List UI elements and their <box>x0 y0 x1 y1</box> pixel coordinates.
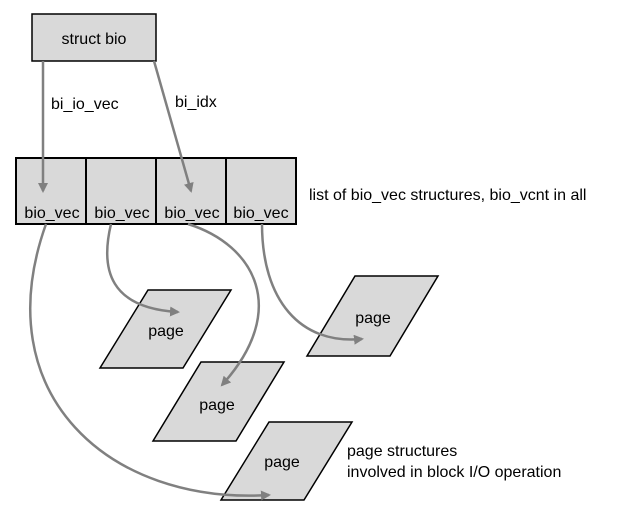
page-label-2: page <box>355 310 391 327</box>
page-node-1: page <box>98 289 233 369</box>
bio-vec-label-3: bio_vec <box>164 205 219 222</box>
bi-io-vec-label: bi_io_vec <box>51 96 119 113</box>
bio-vec-array-caption: list of bio_vec structures, bio_vcnt in … <box>309 187 586 204</box>
bio-vec-label-4: bio_vec <box>233 205 288 222</box>
bio-vec-1-to-page-arrow <box>29 223 271 501</box>
page-shape-4 <box>219 421 354 501</box>
struct-bio-node: struct bio <box>31 13 157 62</box>
page-label-4: page <box>264 454 300 471</box>
page-node-3: page <box>151 361 286 442</box>
bi-idx-label: bi_idx <box>175 94 217 111</box>
bio-vec-cell-1 <box>15 157 87 225</box>
page-label-1: page <box>148 323 184 340</box>
page-node-2: page <box>305 275 440 357</box>
bio-vec-cell-2 <box>85 157 157 225</box>
bio-vec-label-2: bio_vec <box>94 205 149 222</box>
bio-vec-array: bio_vec bio_vec bio_vec bio_vec <box>15 157 297 225</box>
struct-bio-box <box>31 13 157 62</box>
page-structures-caption-line1: page structures <box>347 443 457 460</box>
page-structures-caption-line2: involved in block I/O operation <box>347 464 561 481</box>
page-label-3: page <box>199 397 235 414</box>
page-node-4: page <box>219 421 354 501</box>
struct-bio-label: struct bio <box>62 31 127 48</box>
bio-vec-2-to-page-arrow <box>105 223 180 317</box>
bio-vec-label-1: bio_vec <box>24 205 79 222</box>
page-shape-1 <box>98 289 233 369</box>
bio-vec-4-to-page-arrow <box>260 223 364 345</box>
bi-idx-arrow <box>152 60 194 193</box>
page-shape-2 <box>305 275 440 357</box>
bio-vec-3-to-page-arrow <box>187 222 261 387</box>
page-shape-3 <box>151 361 286 442</box>
